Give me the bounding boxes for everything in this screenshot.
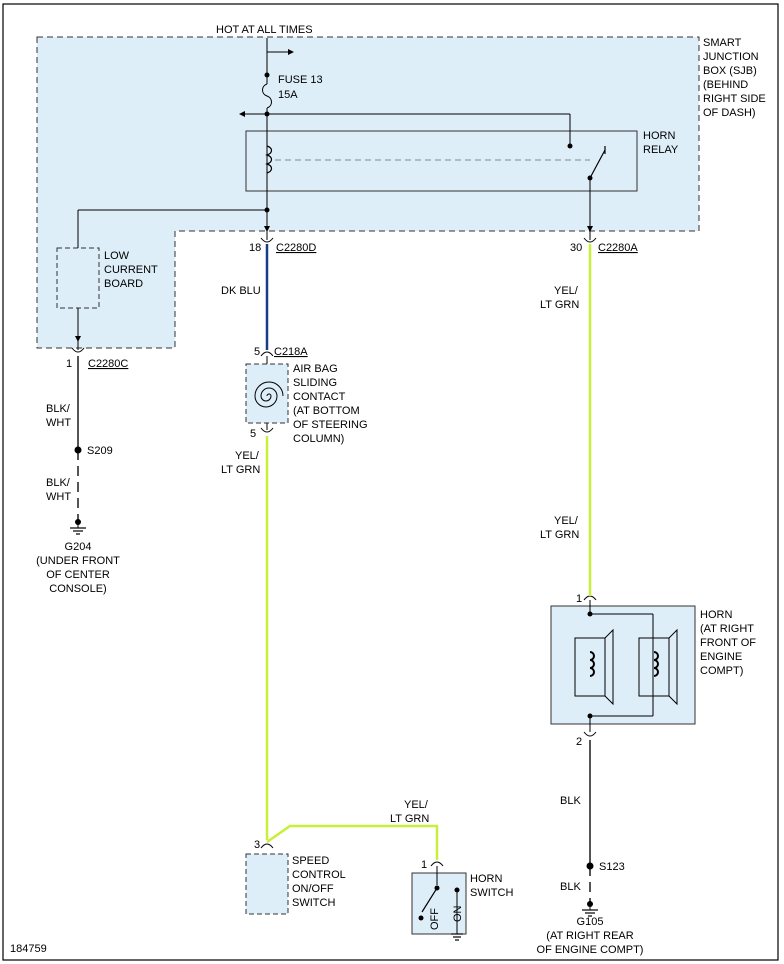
- airbag-label-6: COLUMN): [293, 433, 344, 445]
- wire-blk-label-2: BLK: [560, 881, 581, 893]
- wire-right-ltgrn-1: LT GRN: [540, 299, 579, 311]
- clockspring-coil-icon: [254, 381, 284, 408]
- wire-right-yel-1: YEL/: [554, 285, 579, 297]
- splice-s209-label: S209: [87, 445, 113, 457]
- c218a-name: C218A: [274, 346, 308, 358]
- sjb-label-6: OF DASH): [703, 107, 756, 119]
- air-bag-sliding-contact: [245, 356, 289, 430]
- horn-switch: [411, 866, 467, 941]
- speed-control-label-2: CONTROL: [292, 869, 346, 881]
- c2280d-name: C2280D: [276, 242, 316, 254]
- power-feed: [239, 38, 573, 240]
- wire-blk-wht-label-2a: BLK/: [46, 477, 71, 489]
- connector-hooks: [71, 237, 597, 867]
- splice-s123-label: S123: [599, 861, 625, 873]
- c2280d-pin: 18: [249, 242, 261, 254]
- g204-label-3: OF CENTER: [46, 569, 110, 581]
- speed-control-label-4: SWITCH: [292, 897, 335, 909]
- airbag-label-5: OF STEERING: [293, 419, 368, 431]
- ground-g204-symbol: [70, 519, 86, 535]
- fuse-rating: 15A: [278, 89, 298, 101]
- sjb-label-4: (BEHIND: [703, 79, 748, 91]
- power-label: HOT AT ALL TIMES: [216, 24, 313, 36]
- lcb-label-3: BOARD: [104, 278, 143, 290]
- horn-switch-label-2: SWITCH: [470, 887, 513, 899]
- c2280a-pin: 30: [570, 242, 582, 254]
- g105-label-3: OF ENGINE COMPT): [537, 944, 644, 956]
- sjb-label-1: SMART: [703, 37, 742, 49]
- fuse-symbol: [262, 83, 272, 109]
- horn-assembly: [550, 600, 696, 732]
- airbag-label-3: CONTACT: [293, 391, 346, 403]
- relay-coil: [265, 145, 273, 174]
- c2280a-name: C2280A: [598, 242, 638, 254]
- horn-relay-label-2: RELAY: [643, 144, 679, 156]
- wire-yel-ltgrn-switch: [266, 824, 439, 860]
- g204-label-4: CONSOLE): [49, 583, 106, 595]
- wire-left-yel: YEL/: [235, 450, 260, 462]
- sjb-label-2: JUNCTION: [703, 51, 759, 63]
- airbag-label-1: AIR BAG: [293, 363, 338, 375]
- horn-switch-contact: [421, 887, 438, 913]
- sjb-label-5: RIGHT SIDE: [703, 93, 766, 105]
- speed-control-label-3: ON/OFF: [292, 883, 334, 895]
- airbag-label-2: SLIDING: [293, 377, 337, 389]
- wire-right-yel-2: YEL/: [554, 515, 579, 527]
- horn-label-2: (AT RIGHT: [700, 623, 754, 635]
- wire-blk-wht-label-1b: WHT: [46, 417, 71, 429]
- horn-label-5: COMPT): [700, 665, 743, 677]
- horn-switch-label-1: HORN: [470, 873, 502, 885]
- wire-left-ltgrn: LT GRN: [221, 464, 260, 476]
- lcb-label-2: CURRENT: [104, 264, 158, 276]
- diagram-frame: [2, 3, 779, 961]
- g204-label-2: (UNDER FRONT: [36, 555, 120, 567]
- horn-pin-top: 1: [576, 593, 582, 605]
- wire-switch-yel: YEL/: [404, 799, 429, 811]
- wire-blk-wht-label-2b: WHT: [46, 491, 71, 503]
- horn-relay-label-1: HORN: [643, 130, 675, 142]
- c2280c-name: C2280C: [88, 358, 128, 370]
- horn-pin-bottom: 2: [576, 736, 582, 748]
- diagram-id: 184759: [10, 943, 47, 955]
- splice-s123-dot: [586, 862, 594, 870]
- horn-label-1: HORN: [700, 609, 732, 621]
- horn-switch-on-label: ON: [452, 905, 464, 922]
- wire-blk-label-1: BLK: [560, 795, 581, 807]
- c218a-pin-bottom: 5: [250, 428, 256, 440]
- relay-internals: [265, 145, 606, 240]
- sjb-region: [36, 36, 700, 349]
- wire-right-ltgrn-2: LT GRN: [540, 529, 579, 541]
- relay-switch-arm: [589, 149, 606, 179]
- airbag-label-4: (AT BOTTOM: [293, 405, 360, 417]
- wire-blk-wht-label-1a: BLK/: [46, 403, 71, 415]
- wire-dk-blu-label: DK BLU: [221, 285, 261, 297]
- speed-control-label-1: SPEED: [292, 855, 329, 867]
- sjb-label-3: BOX (SJB): [703, 65, 757, 77]
- lcb-label-1: LOW: [104, 250, 130, 262]
- horn-switch-pin: 1: [421, 859, 427, 871]
- low-current-board-box: [56, 247, 100, 309]
- wire-switch-ltgrn: LT GRN: [390, 813, 429, 825]
- horn-switch-off-label: OFF: [429, 908, 441, 930]
- g204-label-1: G204: [65, 541, 92, 553]
- ground-g105-symbol: [582, 901, 598, 917]
- control-circuit: [75, 207, 270, 350]
- c218a-pin-top: 5: [254, 346, 260, 358]
- c2280c-pin: 1: [66, 358, 72, 370]
- g105-label-1: G105: [577, 916, 604, 928]
- g105-label-2: (AT RIGHT REAR: [546, 930, 633, 942]
- splice-s209-dot: [74, 446, 82, 454]
- speed-control-box: [245, 853, 289, 915]
- horn-label-3: FRONT OF: [700, 637, 756, 649]
- horn-relay-box: [245, 130, 638, 192]
- speed-control-pin: 3: [254, 839, 260, 851]
- fuse-label: FUSE 13: [278, 74, 323, 86]
- horn-label-4: ENGINE: [700, 651, 742, 663]
